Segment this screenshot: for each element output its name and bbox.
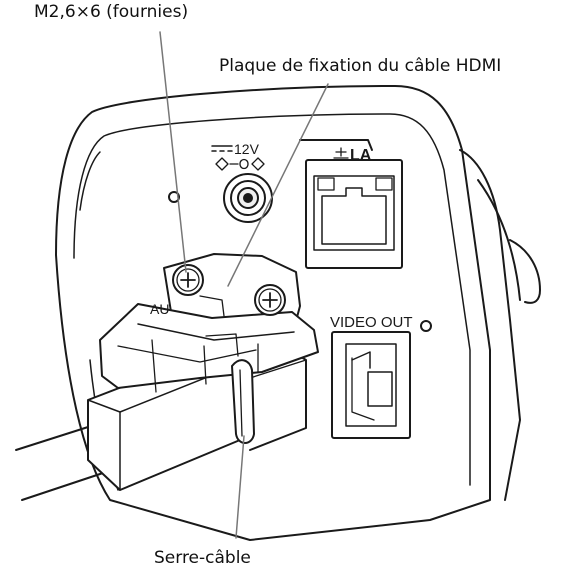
mounting-hole <box>420 320 432 332</box>
lan-port: LA <box>299 139 403 269</box>
hdmi-clamp <box>99 303 319 393</box>
callout-cable-tie: Serre-câble <box>154 548 251 568</box>
callout-hdmi-plate: Plaque de fixation du câble HDMI <box>219 56 502 76</box>
callout-screws: M2,6×6 (fournies) <box>34 2 189 22</box>
lan-label: LA <box>350 147 372 164</box>
screw-right <box>254 284 286 316</box>
leader-screws <box>159 31 187 273</box>
power-connector: 12V <box>211 141 273 223</box>
leader-lines <box>159 31 329 539</box>
video-out-label: VIDEO OUT <box>330 314 413 331</box>
cable-tie <box>231 359 255 444</box>
leader-cable-tie <box>235 435 245 539</box>
leader-hdmi-plate <box>227 83 329 287</box>
screw-left <box>172 264 204 296</box>
power-label: 12V <box>234 141 260 157</box>
audio-label: AU <box>150 301 169 317</box>
mounting-hole <box>168 191 180 203</box>
video-out-port: VIDEO OUT <box>330 314 413 439</box>
